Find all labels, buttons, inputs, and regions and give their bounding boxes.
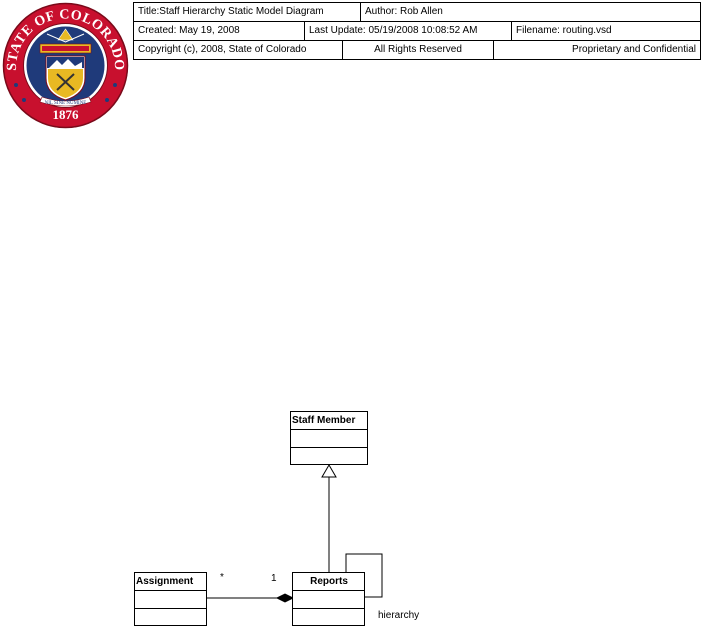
colorado-state-seal: STATE OF COLORADO 1876 NIL SINE NUMINE xyxy=(2,2,129,129)
attributes-compartment xyxy=(135,591,206,609)
class-name: Assignment xyxy=(135,573,206,591)
class-name: Staff Member xyxy=(291,412,367,430)
generalization-arrowhead xyxy=(321,464,337,478)
self-association-line xyxy=(345,553,383,598)
class-reports[interactable]: Reports xyxy=(292,572,365,626)
seal-motto: NIL SINE NUMINE xyxy=(45,101,87,106)
class-assignment[interactable]: Assignment xyxy=(134,572,207,626)
class-staff-member[interactable]: Staff Member xyxy=(290,411,368,465)
operations-compartment xyxy=(291,448,367,464)
seal-year: 1876 xyxy=(53,107,80,122)
attributes-compartment xyxy=(293,591,364,609)
attributes-compartment xyxy=(291,430,367,448)
hierarchy-label: hierarchy xyxy=(378,610,420,621)
operations-compartment xyxy=(293,609,364,625)
operations-compartment xyxy=(135,609,206,625)
multiplicity-reports: 1 xyxy=(271,573,277,584)
composition-diamond xyxy=(275,593,295,603)
multiplicity-assignment: * xyxy=(220,572,224,583)
class-name: Reports xyxy=(293,573,364,591)
confidential-cell: Proprietary and Confidential xyxy=(493,40,701,60)
